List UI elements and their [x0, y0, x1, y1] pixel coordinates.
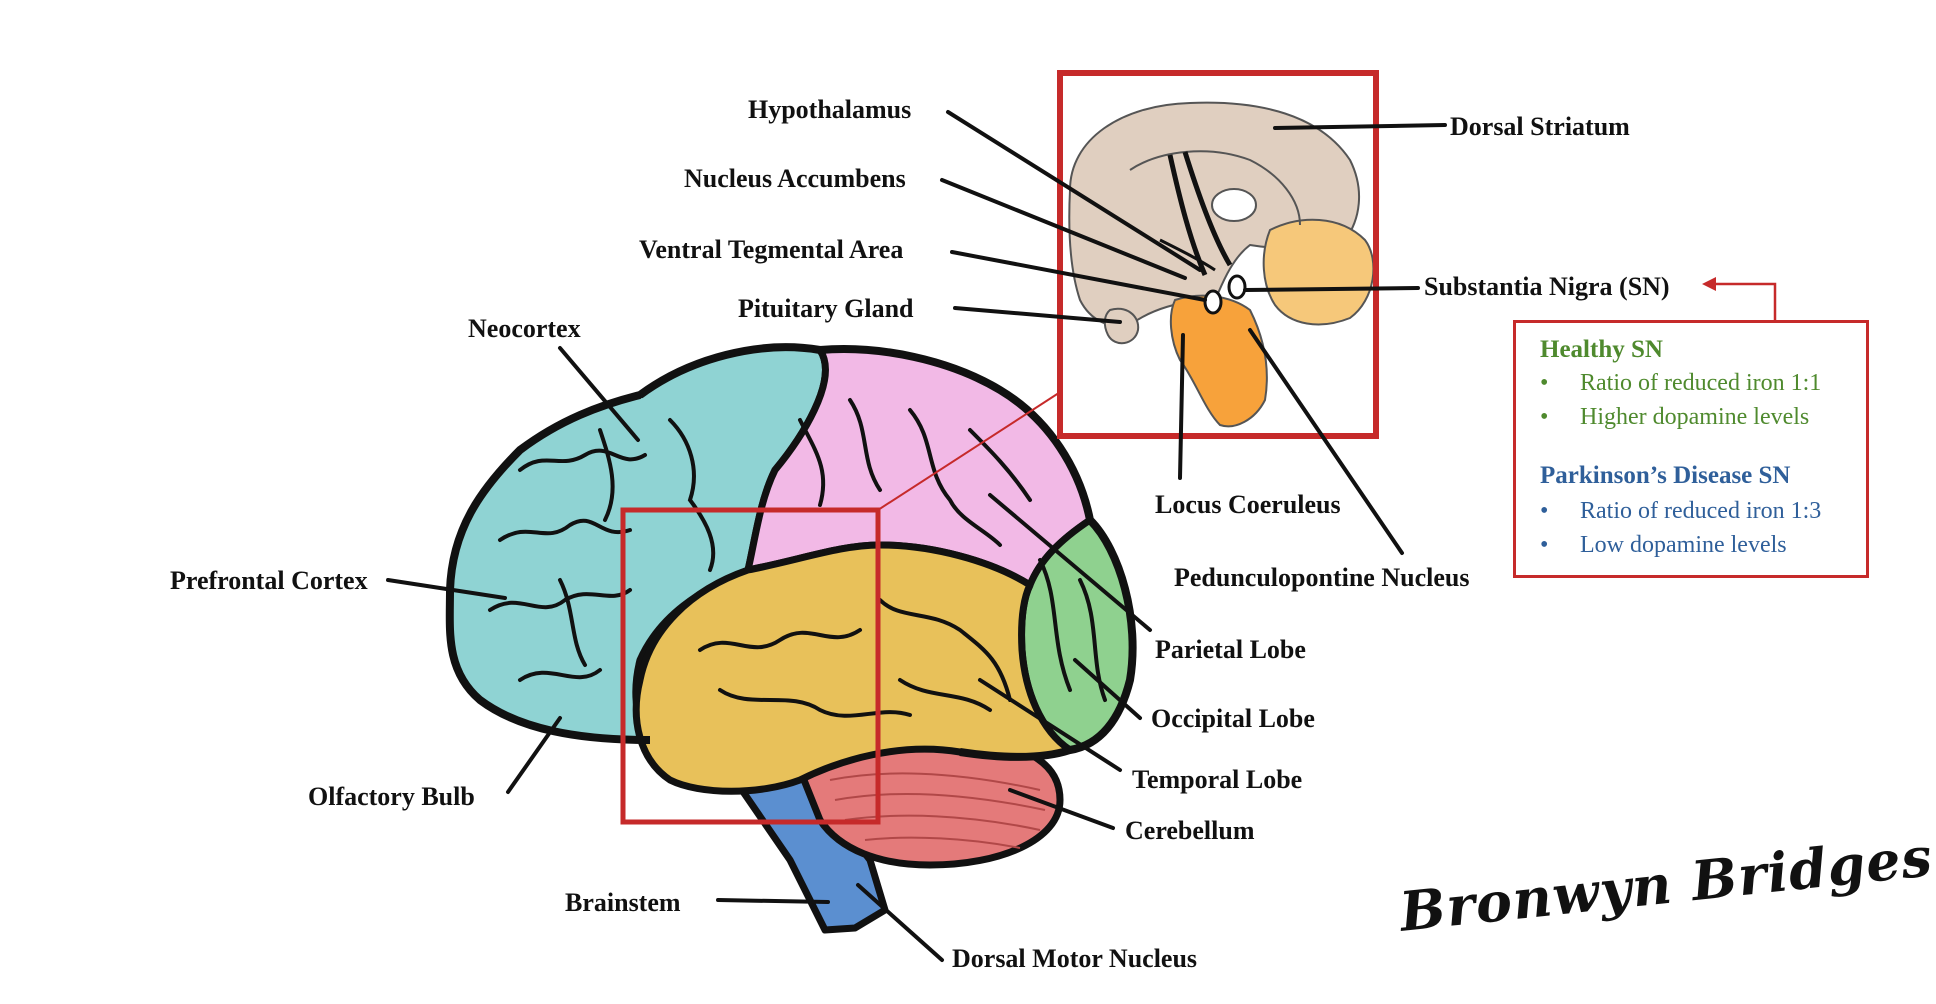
label-nucleus-accumbens: Nucleus Accumbens — [684, 164, 906, 193]
label-olfactory-bulb: Olfactory Bulb — [308, 782, 475, 811]
label-locus-coeruleus: Locus Coeruleus — [1155, 490, 1341, 519]
inset-illustration — [1060, 73, 1376, 436]
label-brainstem: Brainstem — [565, 888, 681, 917]
label-parietal-lobe: Parietal Lobe — [1155, 635, 1306, 664]
brain-illustration — [445, 343, 1137, 934]
brain-highlight-box — [620, 507, 881, 825]
legend-healthy-item: •Higher dopamine levels — [1540, 404, 1810, 430]
sn-marker-right — [1227, 274, 1247, 300]
label-hypothalamus: Hypothalamus — [748, 95, 912, 124]
label-neocortex: Neocortex — [468, 314, 581, 343]
label-pedunculopontine-nucleus: Pedunculopontine Nucleus — [1174, 563, 1470, 592]
label-pituitary-gland: Pituitary Gland — [738, 294, 914, 323]
bullet-glyph: • — [1540, 532, 1549, 558]
bullet-glyph: • — [1540, 370, 1549, 396]
label-dorsal-striatum: Dorsal Striatum — [1450, 112, 1630, 141]
cerebellum-stripes — [829, 772, 1046, 849]
inset-frame — [1057, 70, 1379, 439]
sn-marker-left — [1203, 289, 1223, 315]
inset-connector-line — [877, 386, 1069, 511]
bullet-glyph: • — [1540, 404, 1549, 430]
legend-parkinsons-item: •Ratio of reduced iron 1:3 — [1540, 498, 1822, 524]
inset-cerebellum-shape — [1262, 218, 1375, 326]
label-prefrontal-cortex: Prefrontal Cortex — [170, 566, 368, 595]
label-substantia-nigra: Substantia Nigra (SN) — [1424, 272, 1670, 301]
sn-comparison-legend: Healthy SN •Ratio of reduced iron 1:1 •H… — [1513, 320, 1869, 578]
leader-lines — [386, 110, 1447, 962]
label-cerebellum: Cerebellum — [1125, 816, 1255, 845]
legend-arrow-head — [1702, 277, 1716, 291]
legend-parkinsons-title: Parkinson’s Disease SN — [1540, 462, 1791, 489]
label-temporal-lobe: Temporal Lobe — [1132, 765, 1303, 794]
bullet-glyph: • — [1540, 498, 1549, 524]
label-dorsal-motor-nucleus: Dorsal Motor Nucleus — [952, 944, 1198, 973]
inset-brainstem-shape — [1169, 294, 1268, 428]
legend-healthy-item: •Ratio of reduced iron 1:1 — [1540, 370, 1822, 396]
legend-healthy-title: Healthy SN — [1540, 336, 1663, 363]
label-ventral-tegmental-area: Ventral Tegmental Area — [639, 235, 904, 264]
legend-parkinsons-item: •Low dopamine levels — [1540, 532, 1787, 558]
legend-arrow-line — [1712, 282, 1777, 320]
inset-pituitary-shape — [1103, 307, 1140, 345]
gyri-lines — [488, 398, 1107, 718]
label-occipital-lobe: Occipital Lobe — [1151, 704, 1315, 733]
